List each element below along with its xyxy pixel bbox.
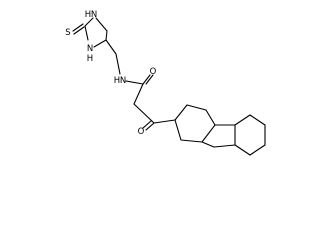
atom-label-ring-n1: N: [91, 10, 97, 20]
atom-label-ring-h4: H: [87, 54, 93, 64]
atom-label-amide-o: O: [150, 67, 157, 77]
atom-label-ring-h1: H: [85, 10, 91, 20]
atom-label-ring-n4: N: [87, 44, 93, 54]
atom-label-amide-n: N: [120, 76, 126, 86]
atom-label-thione-s: S: [65, 28, 70, 38]
molecule-structure: S N H N H N H O O: [65, 10, 266, 156]
atom-label-ketone-o: O: [138, 127, 145, 137]
bond-lines: [72, 17, 266, 156]
atom-label-amide-h: H: [114, 76, 120, 86]
